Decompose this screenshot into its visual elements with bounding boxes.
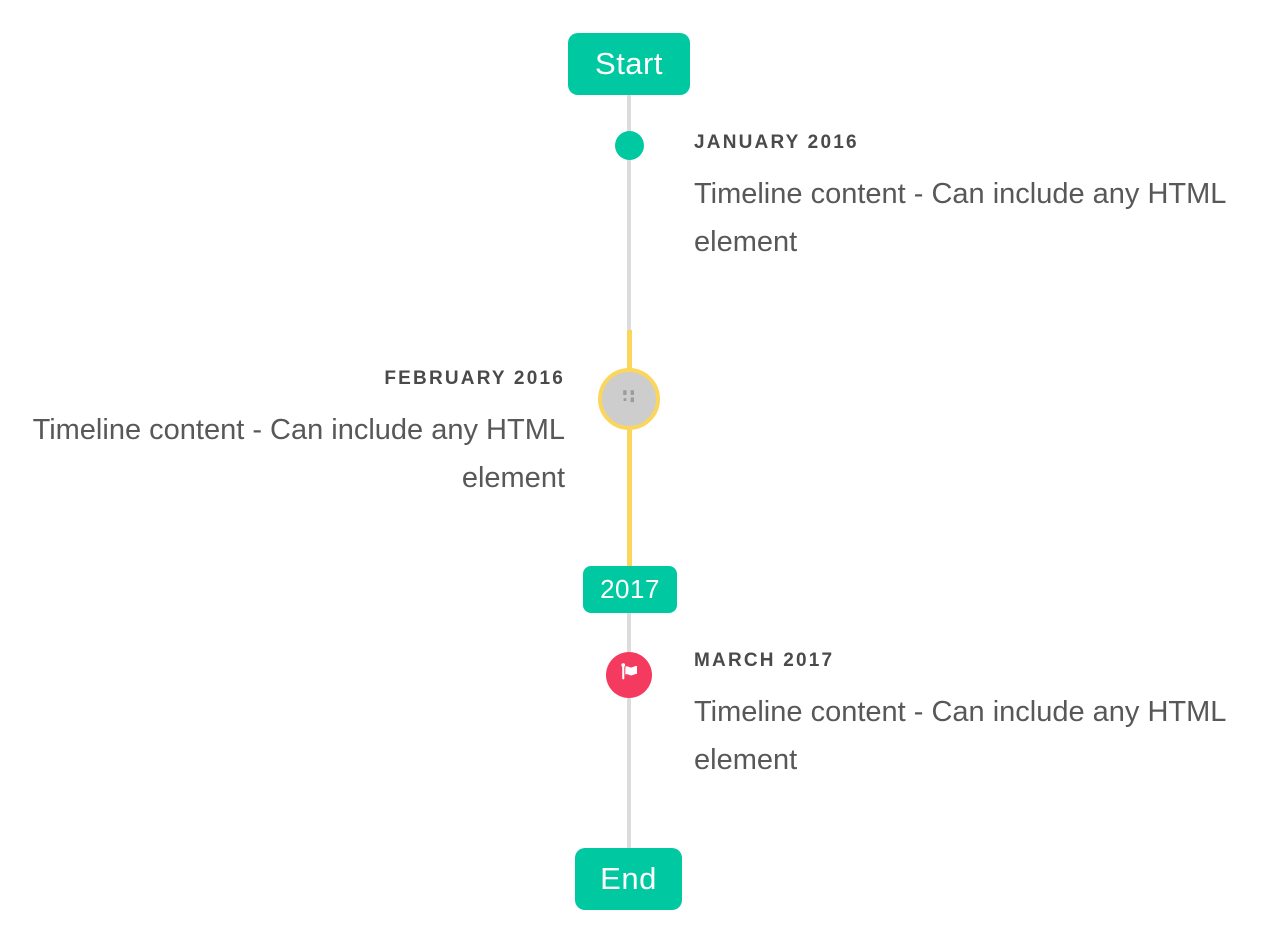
event-date: MARCH 2017 — [694, 650, 835, 671]
event-content: Timeline content - Can include any HTML … — [694, 178, 1226, 258]
event-content: Timeline content - Can include any HTML … — [32, 414, 565, 494]
broken-image-icon — [620, 388, 639, 410]
february-marker-circle — [598, 368, 660, 430]
event-date: FEBRUARY 2016 — [384, 368, 565, 389]
year-badge: 2017 — [583, 566, 677, 613]
march-marker-circle — [606, 652, 652, 698]
flag-icon — [617, 660, 642, 690]
end-badge: End — [575, 848, 682, 910]
january-marker-dot — [615, 131, 644, 160]
event-february-2016: FEBRUARY 2016 Timeline content - Can inc… — [17, 367, 565, 502]
event-content: Timeline content - Can include any HTML … — [694, 696, 1226, 776]
timeline-line-top — [627, 95, 631, 331]
event-january-2016: JANUARY 2016 Timeline content - Can incl… — [694, 131, 1242, 266]
timeline-line-active-segment — [627, 330, 632, 567]
event-date: JANUARY 2016 — [694, 132, 859, 153]
start-badge: Start — [568, 33, 690, 95]
timeline-line-bottom — [627, 613, 631, 850]
event-march-2017: MARCH 2017 Timeline content - Can includ… — [694, 649, 1242, 784]
